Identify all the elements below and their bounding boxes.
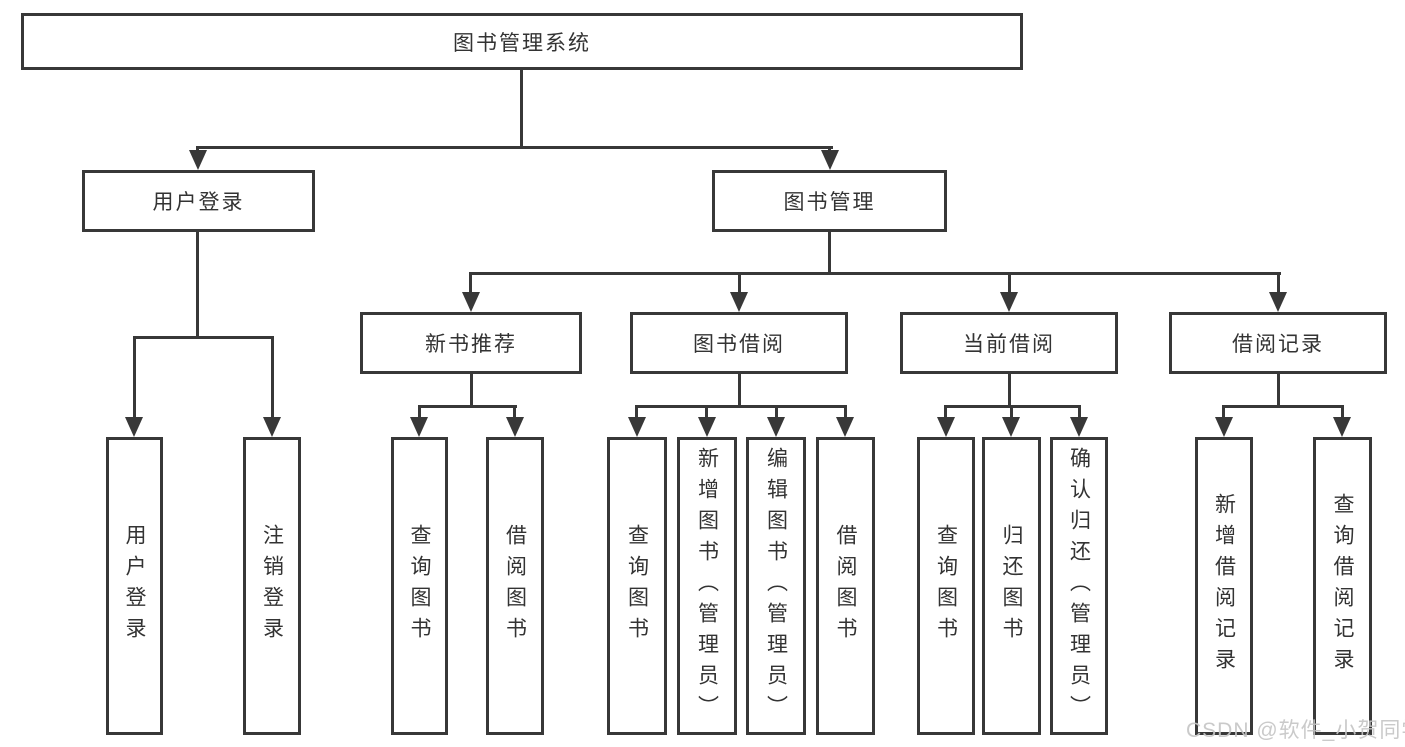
node-label: 当前借阅 <box>963 333 1055 356</box>
connector-userlogin-hline <box>133 336 274 339</box>
node-label: 图书管理 <box>783 191 876 214</box>
arrow-down-icon <box>767 417 785 437</box>
connector-drop <box>775 405 778 419</box>
node-label: 图书借阅 <box>693 333 785 356</box>
leaf-logout: 注销登录 <box>243 437 301 735</box>
arrow-down-icon <box>836 417 854 437</box>
connector-drop <box>133 336 136 419</box>
arrow-down-icon <box>462 292 480 312</box>
leaf-add-borrow-record: 新增借阅记录 <box>1195 437 1253 735</box>
leaf-user-login: 用户登录 <box>106 437 163 735</box>
leaf-label: 归还图书 <box>1000 524 1023 648</box>
connector-drop <box>944 405 947 419</box>
node-label: 图书管理系统 <box>453 31 591 55</box>
connector-bookmgmt-hline <box>469 272 1281 275</box>
connector-drop <box>1078 405 1081 419</box>
leaf-borrow-books-recommend: 借阅图书 <box>486 437 544 735</box>
connector-drop <box>1010 405 1013 419</box>
connector-hline <box>1222 405 1344 408</box>
connector-drop <box>1222 405 1225 419</box>
node-library-management-system: 图书管理系统 <box>21 13 1023 70</box>
connector-bookmgmt-stem <box>828 232 831 275</box>
arrow-down-icon <box>698 417 716 437</box>
node-label: 新书推荐 <box>425 333 517 356</box>
leaf-add-books-admin: 新增图书（管理员） <box>677 437 737 735</box>
node-borrowing-records: 借阅记录 <box>1169 312 1387 374</box>
connector-stem <box>470 374 473 408</box>
arrow-down-icon <box>628 417 646 437</box>
connector-root-hline <box>196 146 833 149</box>
connector-stem <box>1277 374 1280 408</box>
connector-drop <box>705 405 708 419</box>
arrow-down-icon <box>1000 292 1018 312</box>
arrow-down-icon <box>189 150 207 170</box>
node-label: 用户登录 <box>152 191 245 214</box>
node-user-login: 用户登录 <box>82 170 315 232</box>
connector-hline <box>418 405 517 408</box>
leaf-label: 查询图书 <box>408 524 431 648</box>
node-book-management: 图书管理 <box>712 170 947 232</box>
connector-drop <box>271 336 274 419</box>
connector-drop <box>469 272 472 294</box>
arrow-down-icon <box>1269 292 1287 312</box>
connector-root-stem <box>520 70 523 149</box>
leaf-label: 查询图书 <box>625 524 649 648</box>
connector-drop <box>418 405 421 419</box>
leaf-label: 新增图书（管理员） <box>695 446 719 726</box>
leaf-label: 用户登录 <box>123 524 146 648</box>
arrow-down-icon <box>730 292 748 312</box>
node-new-book-recommend: 新书推荐 <box>360 312 582 374</box>
arrow-down-icon <box>1215 417 1233 437</box>
arrow-down-icon <box>937 417 955 437</box>
connector-drop <box>1341 405 1344 419</box>
connector-drop <box>844 405 847 419</box>
arrow-down-icon <box>410 417 428 437</box>
leaf-label: 注销登录 <box>260 524 284 648</box>
connector-userlogin-stem <box>196 232 199 336</box>
leaf-borrow-books: 借阅图书 <box>816 437 875 735</box>
connector-stem <box>1008 374 1011 408</box>
leaf-edit-books-admin: 编辑图书（管理员） <box>746 437 806 735</box>
leaf-label: 查询图书 <box>934 524 958 648</box>
leaf-query-books-recommend: 查询图书 <box>391 437 448 735</box>
arrow-down-icon <box>1002 417 1020 437</box>
csdn-watermark: CSDN @软件_小贺同学 <box>1186 719 1405 742</box>
node-label: 借阅记录 <box>1232 333 1324 356</box>
leaf-query-borrow-record: 查询借阅记录 <box>1313 437 1372 735</box>
connector-drop <box>738 272 741 294</box>
connector-stem <box>738 374 741 408</box>
arrow-down-icon <box>125 417 143 437</box>
arrow-down-icon <box>506 417 524 437</box>
connector-drop <box>513 405 516 419</box>
connector-drop <box>1008 272 1011 294</box>
leaf-query-books-current: 查询图书 <box>917 437 975 735</box>
arrow-down-icon <box>1333 417 1351 437</box>
leaf-query-books-borrowing: 查询图书 <box>607 437 667 735</box>
node-book-borrowing: 图书借阅 <box>630 312 848 374</box>
leaf-label: 借阅图书 <box>834 524 857 648</box>
leaf-label: 编辑图书（管理员） <box>764 446 788 726</box>
leaf-label: 新增借阅记录 <box>1212 493 1236 679</box>
leaf-label: 确认归还（管理员） <box>1067 446 1091 726</box>
leaf-label: 查询借阅记录 <box>1331 493 1354 679</box>
arrow-down-icon <box>263 417 281 437</box>
connector-drop <box>635 405 638 419</box>
connector-drop <box>1277 272 1280 294</box>
arrow-down-icon <box>821 150 839 170</box>
node-current-borrowing: 当前借阅 <box>900 312 1118 374</box>
leaf-label: 借阅图书 <box>503 524 527 648</box>
connector-hline <box>635 405 847 408</box>
leaf-confirm-return-admin: 确认归还（管理员） <box>1050 437 1108 735</box>
leaf-return-books: 归还图书 <box>982 437 1041 735</box>
arrow-down-icon <box>1070 417 1088 437</box>
